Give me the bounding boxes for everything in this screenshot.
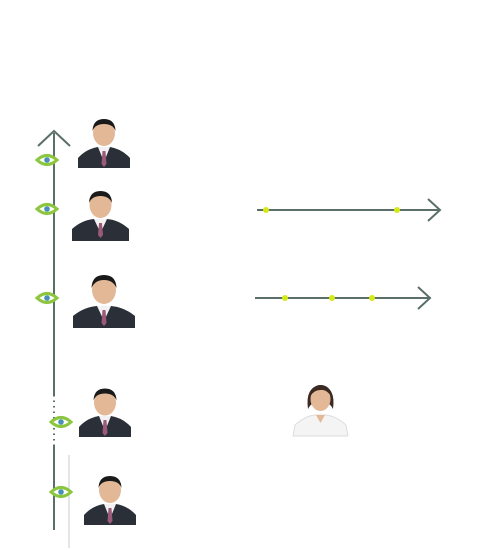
connector-dot — [394, 207, 400, 213]
portrait-face — [99, 477, 121, 503]
connector-dot — [369, 295, 375, 301]
eye-marker-icon — [48, 486, 74, 498]
right-arrowhead-icon — [427, 198, 442, 222]
up-arrowhead-icon — [37, 129, 71, 147]
portrait-tie — [102, 420, 108, 436]
official-portrait-1 — [78, 116, 130, 168]
eye-marker-pupil — [44, 157, 50, 163]
portrait-face — [92, 276, 116, 304]
portrait-hair — [98, 476, 122, 488]
eye-marker-pupil — [58, 489, 64, 495]
connector-arrow — [257, 198, 442, 222]
woman-portrait — [292, 381, 349, 437]
eye-marker-icon — [34, 292, 60, 304]
eye-marker-pupil — [44, 295, 50, 301]
portrait-hair — [89, 191, 112, 203]
right-arrowhead-icon — [417, 286, 432, 310]
portrait-hair — [92, 119, 116, 131]
connector-dot — [263, 207, 269, 213]
portrait-tie — [107, 508, 113, 524]
portrait-tie — [101, 151, 107, 167]
portrait-hair — [91, 275, 117, 288]
portrait-face — [310, 387, 331, 411]
portrait-face — [89, 192, 112, 218]
connector-dot — [329, 295, 335, 301]
portrait-face — [94, 389, 116, 416]
connector-dot — [282, 295, 288, 301]
connector-arrow — [255, 286, 432, 310]
official-portrait-2 — [72, 189, 129, 241]
portrait-hair — [93, 388, 117, 401]
official-portrait-5 — [84, 473, 136, 525]
portrait-face — [93, 120, 115, 146]
portrait-jacket — [292, 414, 349, 437]
eye-marker-icon — [48, 416, 74, 428]
timeline-axis — [37, 129, 71, 548]
eye-marker-icon — [34, 154, 60, 166]
eye-marker-pupil — [44, 206, 50, 212]
portrait-hair-fringe — [310, 385, 331, 396]
portrait-tie — [101, 310, 107, 326]
eye-marker-icon — [34, 203, 60, 215]
official-portrait-4 — [79, 386, 131, 437]
official-portrait-3 — [73, 272, 135, 328]
eye-marker-pupil — [58, 419, 64, 425]
portrait-neckline — [316, 415, 325, 423]
portrait-tie — [98, 223, 103, 238]
